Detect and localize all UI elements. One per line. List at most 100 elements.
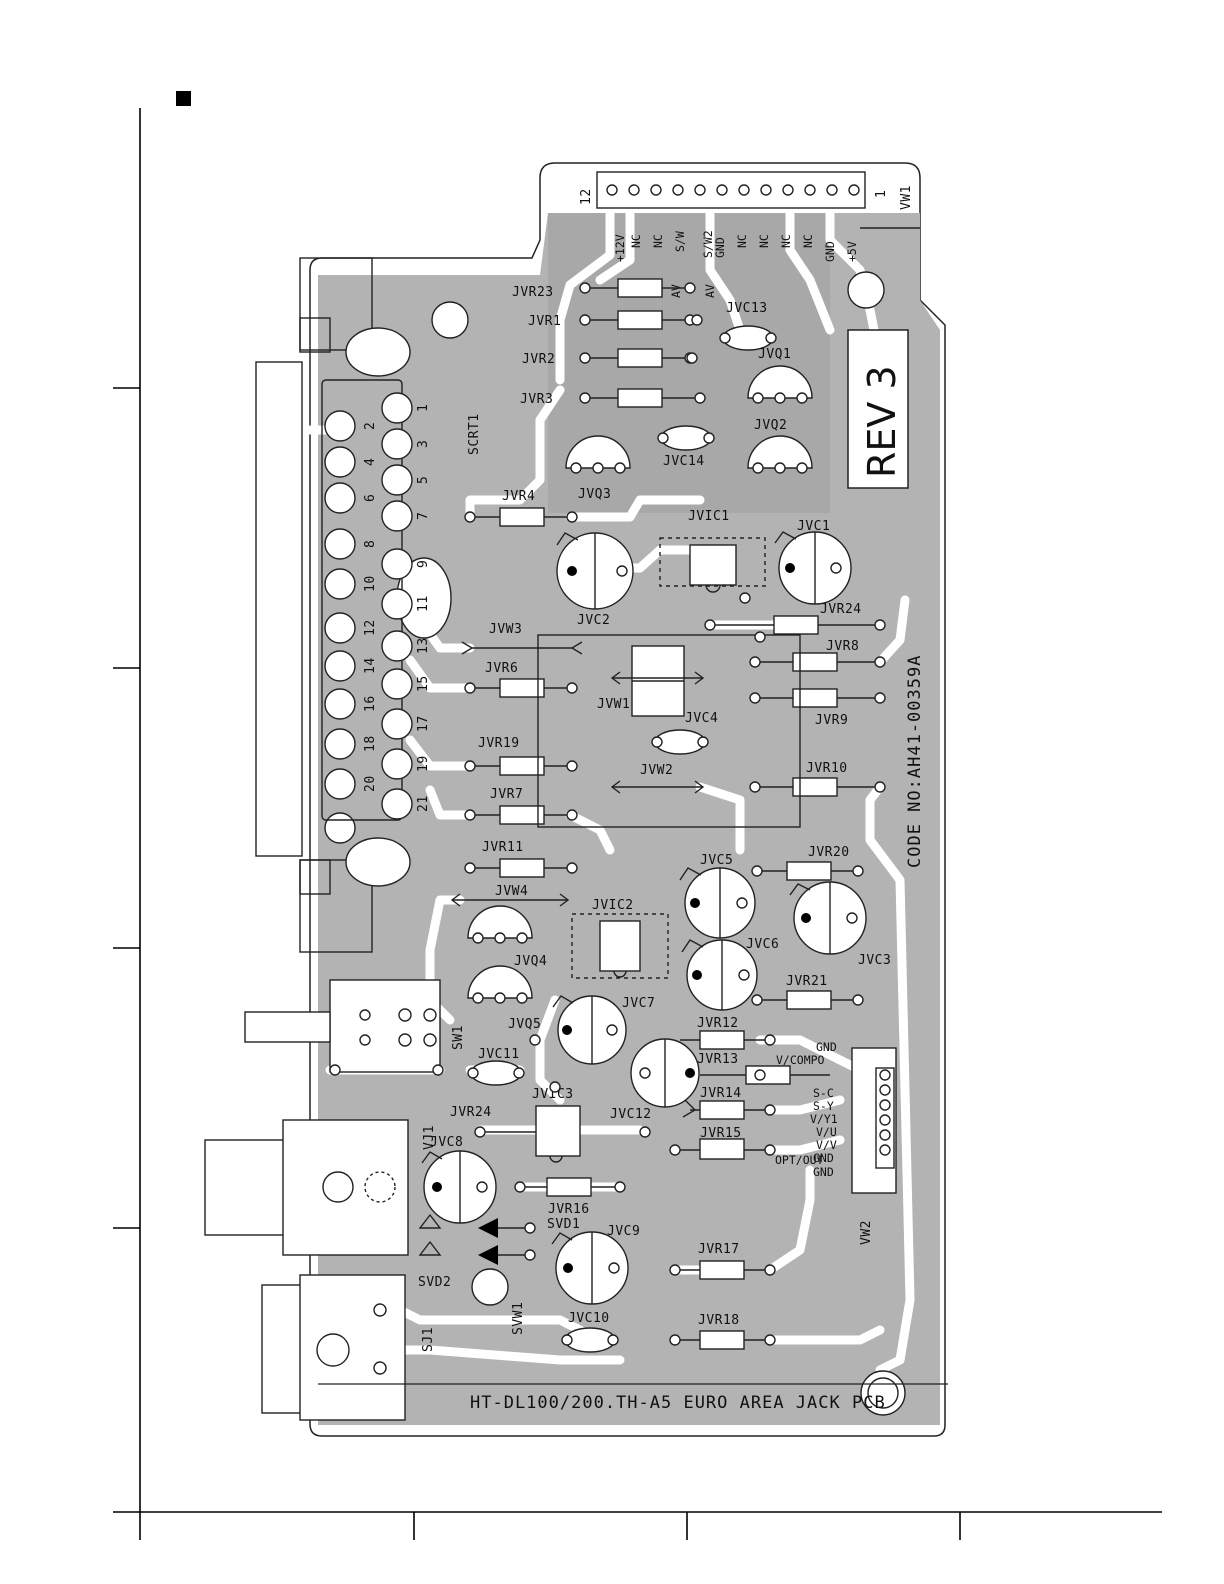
diodes: SVD1 SVD2 SVW1 (418, 1213, 580, 1335)
svg-text:JVC3: JVC3 (858, 953, 891, 968)
svg-text:JVQ4: JVQ4 (514, 954, 547, 969)
svg-text:JVR10: JVR10 (806, 761, 848, 776)
jvr10: JVR10 (749, 761, 886, 797)
vw2-label-2: V/COMPO (776, 1053, 825, 1067)
jvc5: JVC5 (679, 853, 756, 939)
jvr7: JVR7 (464, 787, 578, 825)
scart-connector (255, 257, 452, 953)
jvr4: JVR4 (464, 489, 578, 527)
svg-text:JVQ1: JVQ1 (758, 347, 791, 362)
vw1-label-11: GND (823, 241, 837, 262)
svg-text:JVC5: JVC5 (700, 853, 733, 868)
vw2-label-7: V/V (816, 1138, 837, 1152)
svg-text:JVR9: JVR9 (815, 713, 848, 728)
vw2-label-3: S-C (813, 1086, 834, 1100)
scart-pin-1: 1 (416, 404, 431, 412)
svg-text:JVIC1: JVIC1 (688, 509, 730, 524)
scart-pin-16: 16 (363, 695, 378, 712)
svg-text:SJ1: SJ1 (421, 1327, 436, 1352)
svg-text:JVC2: JVC2 (577, 613, 610, 628)
vw1-pin-last: 12 (579, 188, 594, 205)
scart-pins (324, 392, 413, 820)
jvc8: JVC8 (421, 1135, 497, 1224)
svg-text:JVW4: JVW4 (495, 884, 528, 899)
svg-text:JVR18: JVR18 (698, 1313, 740, 1328)
jvr1: JVR1 (528, 310, 696, 330)
scart-pin-21: 21 (416, 795, 431, 812)
jvc2: JVC2 (556, 532, 634, 628)
vw2-label-6: V/U (816, 1125, 837, 1139)
scart-pin-labels: 1 2 3 4 5 6 7 8 9 10 11 12 13 14 15 16 1… (363, 404, 482, 812)
scart-pin-12: 12 (363, 619, 378, 636)
section-marker (176, 91, 191, 106)
svg-text:JVC10: JVC10 (568, 1311, 610, 1326)
vw1-ref: VW1 (899, 185, 914, 210)
svg-text:JVR8: JVR8 (826, 639, 859, 654)
svg-text:JVR13: JVR13 (697, 1052, 739, 1067)
svg-text:JVR21: JVR21 (786, 974, 828, 989)
svg-text:JVR11: JVR11 (482, 840, 524, 855)
vw1-label-10: NC (801, 234, 815, 248)
jvr24: JVR24JVR24 (474, 1126, 540, 1138)
vw2-label-8: GND (813, 1151, 834, 1165)
svg-text:JVR20: JVR20 (808, 845, 850, 860)
scart-pin-4: 4 (363, 458, 378, 466)
jumper-wires: JVW3 JVW1 JVW2 JVW4 (450, 622, 801, 907)
svg-text:JVC7: JVC7 (622, 996, 655, 1011)
svg-text:JVR7: JVR7 (490, 787, 523, 802)
jvq4: JVQ4 (467, 905, 547, 969)
scart-ref-label: SCRT1 (467, 413, 482, 455)
svg-text:JVR3: JVR3 (520, 392, 553, 407)
jvw1: JVW1 (597, 645, 705, 717)
svg-text:JVC9: JVC9 (607, 1224, 640, 1239)
jvc9: JVC9 (551, 1224, 640, 1305)
scart-pin-10: 10 (363, 575, 378, 592)
jvr23: JVR23 (512, 278, 696, 300)
svg-text:SW1: SW1 (451, 1025, 466, 1050)
svg-text:JVR24: JVR24 (820, 602, 862, 617)
vw1-label-5: S/W2 (701, 230, 715, 258)
electrolytic-capacitors: JVC2 JVC1 JVC5 JVC3 JVC6 JVC7 JVC12 JVC8… (421, 519, 891, 1305)
scart-pin-2: 2 (363, 422, 378, 430)
scart-pin-5: 5 (416, 476, 431, 484)
scart-pin-7: 7 (416, 512, 431, 520)
jvc3: JVC3 (789, 881, 891, 968)
svd1: SVD1 (418, 1213, 580, 1238)
jvc13: JVC13 (719, 301, 777, 351)
svg-text:JVR1: JVR1 (528, 314, 561, 329)
jvr17: JVR17 (669, 1242, 776, 1280)
svd2: SVD2 (418, 1240, 536, 1290)
jvc11: JVC11 (467, 1047, 525, 1086)
resistors: JVR23 JVR1 JVR2 JVR3 JVR4 JVR24 JVR8 JVR… (464, 278, 886, 1350)
svg-text:JVW2: JVW2 (640, 763, 673, 778)
vw1-label-1: +12V (613, 234, 627, 262)
svg-text:JVR23: JVR23 (512, 285, 554, 300)
jvw3: JVW3 (461, 622, 583, 655)
svg-text:SVW1: SVW1 (511, 1302, 526, 1335)
svg-text:JVR2: JVR2 (522, 352, 555, 367)
svg-text:JVC6: JVC6 (746, 937, 779, 952)
svg-text:JVIC2: JVIC2 (592, 898, 634, 913)
jvr8: JVR8 (749, 639, 886, 672)
svg-text:SVD2: SVD2 (418, 1275, 451, 1290)
svg-text:JVR16: JVR16 (548, 1202, 590, 1217)
scart-pin-3: 3 (416, 440, 431, 448)
jvic3: JVIC3 (532, 1087, 581, 1163)
av-label-1: AV (669, 284, 683, 298)
scart-pin-9: 9 (416, 560, 431, 568)
vw1-pin-first: 1 (874, 190, 889, 198)
jvr24-label: JVR24 (450, 1105, 492, 1120)
scart-pin-20: 20 (363, 775, 378, 792)
svg-text:JVC4: JVC4 (685, 711, 718, 726)
jvr13: JVR13 (697, 1052, 830, 1085)
scart-pin-6: 6 (363, 494, 378, 502)
svg-text:JVC12: JVC12 (610, 1107, 652, 1122)
revision-box (847, 329, 909, 489)
svg-text:JVC11: JVC11 (478, 1047, 520, 1062)
svg-text:JVQ5: JVQ5 (508, 1017, 541, 1032)
jack-vj1: VJ1 (204, 1119, 437, 1256)
jvq3: JVQ3 (565, 435, 631, 502)
jvr9: JVR9 (749, 688, 886, 728)
vw1-label-2: NC (629, 234, 643, 248)
jack-sj1: SJ1 (261, 1274, 436, 1421)
